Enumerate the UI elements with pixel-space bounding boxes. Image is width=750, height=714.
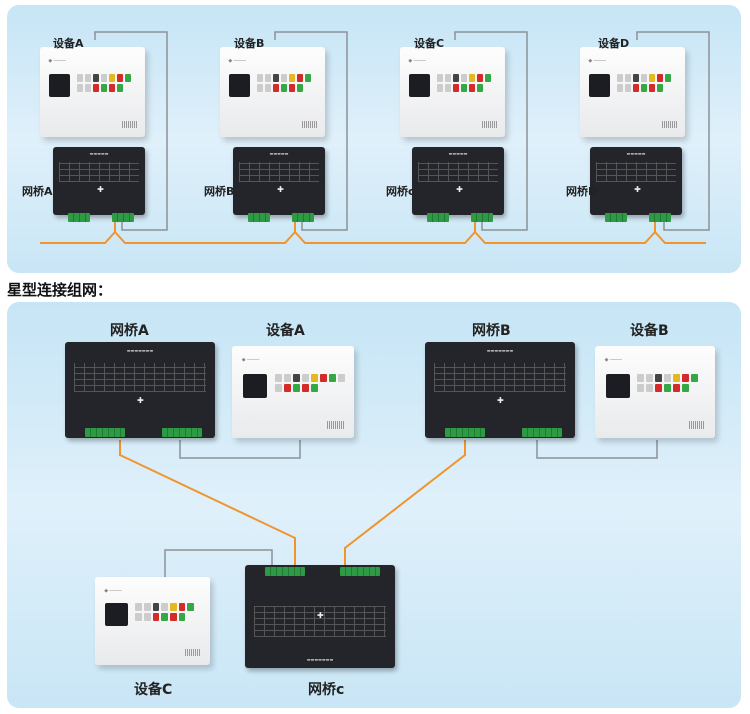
star-label-device-b: 设备B — [630, 323, 669, 339]
star-label-device-a: 设备A — [266, 323, 305, 339]
star-bridge-a-image: ▬▬▬▬▬▬▬✚ — [65, 342, 215, 438]
device-c-image: ◆ ──── — [400, 47, 505, 137]
label-device-d: 设备D — [598, 37, 630, 50]
star-topology-heading: 星型连接组网： — [7, 281, 113, 299]
star-device-c-image: ◆ ──── — [95, 577, 210, 665]
bridge-b-image: ▬▬▬▬▬✚ — [233, 147, 325, 215]
star-label-bridge-c: 网桥c — [308, 682, 345, 698]
bus-topology-panel — [7, 5, 741, 273]
device-d-image: ◆ ──── — [580, 47, 685, 137]
device-a-image: ◆ ──── — [40, 47, 145, 137]
star-device-a-image: ◆ ──── — [232, 346, 354, 438]
label-device-b: 设备B — [234, 37, 265, 50]
label-device-a: 设备A — [53, 37, 84, 50]
star-bridge-b-image: ▬▬▬▬▬▬▬✚ — [425, 342, 575, 438]
label-bridge-b: 网桥B — [204, 185, 235, 198]
bridge-a-image: ▬▬▬▬▬✚ — [53, 147, 145, 215]
label-bridge-a: 网桥A — [22, 185, 53, 198]
star-label-device-c: 设备C — [134, 682, 173, 698]
star-bridge-c-image: ▬▬▬▬▬▬▬✚ — [245, 565, 395, 668]
star-label-bridge-a: 网桥A — [110, 323, 149, 339]
star-label-bridge-b: 网桥B — [472, 323, 511, 339]
label-device-c: 设备C — [414, 37, 445, 50]
bridge-d-image: ▬▬▬▬▬✚ — [590, 147, 682, 215]
star-device-b-image: ◆ ──── — [595, 346, 715, 438]
device-b-image: ◆ ──── — [220, 47, 325, 137]
bridge-c-image: ▬▬▬▬▬✚ — [412, 147, 504, 215]
label-bridge-c: 网桥c — [386, 185, 415, 198]
label-bridge-d: 网桥D — [566, 185, 598, 198]
